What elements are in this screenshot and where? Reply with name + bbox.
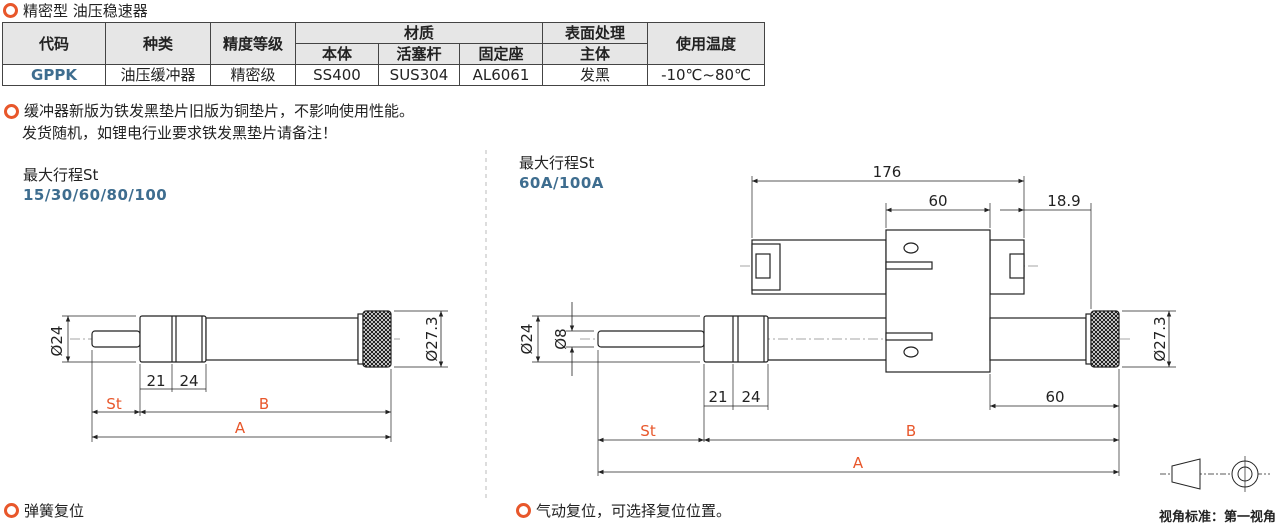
- cell-grade: 精密级: [210, 64, 296, 86]
- right-footer: 气动复位，可选择复位位置。: [516, 500, 731, 521]
- right-a-label: A: [853, 454, 864, 472]
- right-shock-absorber: [532, 176, 1176, 476]
- left-footer: 弹簧复位: [4, 500, 84, 521]
- left-footer-text: 弹簧复位: [24, 502, 85, 520]
- left-b-label: B: [259, 395, 269, 413]
- th-piston: 活塞杆: [378, 43, 460, 65]
- right-d24-label: Ø24: [518, 324, 536, 355]
- right-21-label: 21: [708, 388, 727, 406]
- left-a-label: A: [235, 419, 246, 437]
- table-row: GPPK 油压缓冲器 精密级 SS400 SUS304 AL6061 发黑 -1…: [2, 64, 765, 86]
- cell-surface: 发黑: [542, 64, 648, 86]
- right-st-label: St: [640, 422, 656, 440]
- th-grade: 精度等级: [210, 22, 296, 65]
- first-angle-projection-icon: [1160, 456, 1270, 492]
- bullet-ring-icon: [3, 2, 18, 18]
- cell-piston: SUS304: [378, 64, 460, 86]
- view-standard-label: 视角标准：第一视角: [1158, 510, 1276, 525]
- th-body: 本体: [295, 43, 379, 65]
- th-code: 代码: [2, 22, 106, 65]
- product-title-text: 精密型 油压稳速器: [23, 1, 148, 20]
- right-footer-bullet-icon: [516, 503, 531, 518]
- notes: 缓冲器新版为铁发黑垫片旧版为铜垫片，不影响使用性能。 发货随机，如锂电行业要求铁…: [4, 100, 414, 144]
- note-line-1: 缓冲器新版为铁发黑垫片旧版为铜垫片，不影响使用性能。: [24, 102, 415, 120]
- right-189-label: 18.9: [1047, 192, 1080, 210]
- right-d8-label: Ø8: [552, 328, 570, 349]
- right-b-label: B: [906, 422, 916, 440]
- right-stroke-label: 最大行程St: [519, 154, 595, 172]
- right-footer-text: 气动复位，可选择复位位置。: [536, 502, 732, 520]
- th-material: 材质: [295, 22, 543, 44]
- left-21-label: 21: [146, 372, 165, 390]
- right-24-label: 24: [741, 388, 760, 406]
- right-176-label: 176: [873, 163, 902, 181]
- left-24-label: 24: [179, 372, 198, 390]
- product-title: 精密型 油压稳速器: [3, 0, 148, 20]
- cell-seat: AL6061: [459, 64, 543, 86]
- note-line-2: 发货随机，如锂电行业要求铁发黑垫片请备注！: [22, 124, 338, 142]
- left-stroke-label: 最大行程St: [23, 166, 99, 184]
- cell-code: GPPK: [2, 64, 106, 86]
- left-footer-bullet-icon: [4, 503, 19, 518]
- th-temp: 使用温度: [647, 22, 765, 65]
- cell-kind: 油压缓冲器: [105, 64, 211, 86]
- right-stroke-values: 60A/100A: [519, 174, 604, 192]
- left-stroke-values: 15/30/60/80/100: [23, 186, 168, 204]
- cell-body: SS400: [295, 64, 379, 86]
- th-main: 主体: [542, 43, 648, 65]
- th-surface: 表面处理: [542, 22, 648, 44]
- note-bullet-icon: [4, 103, 19, 119]
- th-seat: 固定座: [459, 43, 543, 65]
- right-60-top-label: 60: [928, 192, 947, 210]
- right-d273-label: Ø27.3: [1151, 316, 1169, 361]
- left-d273-label: Ø27.3: [423, 316, 441, 361]
- right-60-label: 60: [1045, 388, 1064, 406]
- spec-table: 代码 种类 精度等级 材质 表面处理 使用温度 本体 活塞杆 固定座 主体 GP…: [2, 22, 765, 86]
- left-d24-label: Ø24: [48, 326, 66, 357]
- left-st-label: St: [106, 395, 122, 413]
- cell-temp: -10℃~80℃: [647, 64, 765, 86]
- left-shock-absorber: [62, 310, 448, 442]
